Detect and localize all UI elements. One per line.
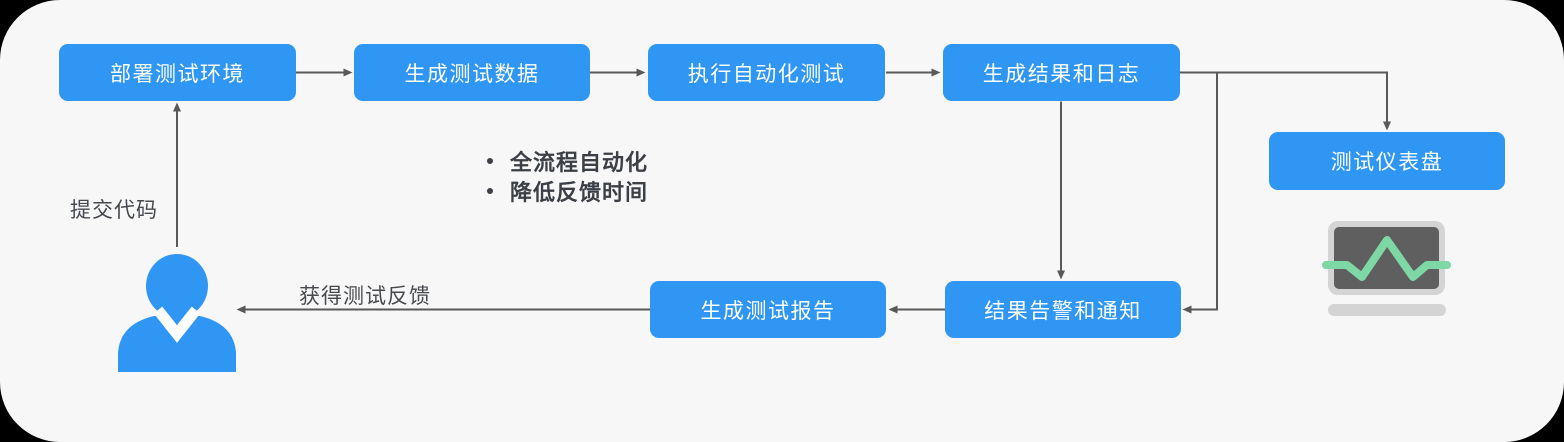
node-generate-test-data: 生成测试数据 [354,44,590,101]
node-alerts-notifications: 结果告警和通知 [945,281,1181,338]
node-test-report: 生成测试报告 [650,281,886,338]
edge-label-submit-code: 提交代码 [70,199,158,222]
callout-text: 降低反馈时间 [510,180,649,205]
node-test-dashboard: 测试仪表盘 [1269,132,1505,190]
monitor-pulse-icon [1322,221,1451,295]
monitor-base [1328,304,1446,316]
person-icon [118,254,236,372]
callout-item: 降低反馈时间 [487,176,648,206]
arrow-results-to-alerts-side [1182,72,1218,314]
callout-text: 全流程自动化 [510,150,649,175]
callout-list: 全流程自动化 降低反馈时间 [487,146,648,206]
bullet-dot-icon [487,188,493,194]
arrow-results-to-dashboard [1180,71,1391,131]
callout-item: 全流程自动化 [487,146,648,176]
node-run-automated-tests: 执行自动化测试 [648,44,885,101]
pulse-line-icon [1322,236,1451,281]
node-deploy-test-env: 部署测试环境 [59,44,296,101]
node-results-and-logs: 生成结果和日志 [943,44,1180,101]
edge-label-get-feedback: 获得测试反馈 [299,285,431,308]
bullet-dot-icon [487,158,493,164]
